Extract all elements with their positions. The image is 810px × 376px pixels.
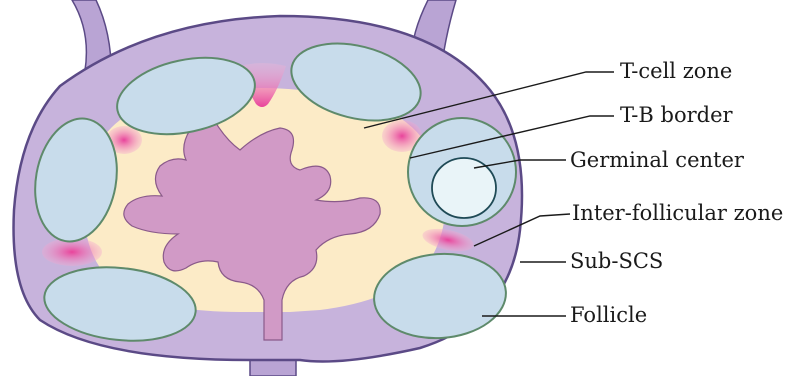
label-inter-follicular-zone: Inter-follicular zone [572, 201, 783, 225]
label-germinal-center: Germinal center [570, 148, 745, 172]
label-follicle: Follicle [570, 303, 647, 327]
label-t-cell-zone: T-cell zone [620, 59, 732, 83]
germinal-center [432, 158, 496, 218]
label-t-b-border: T-B border [620, 103, 733, 127]
label-sub-scs: Sub-SCS [570, 249, 663, 273]
